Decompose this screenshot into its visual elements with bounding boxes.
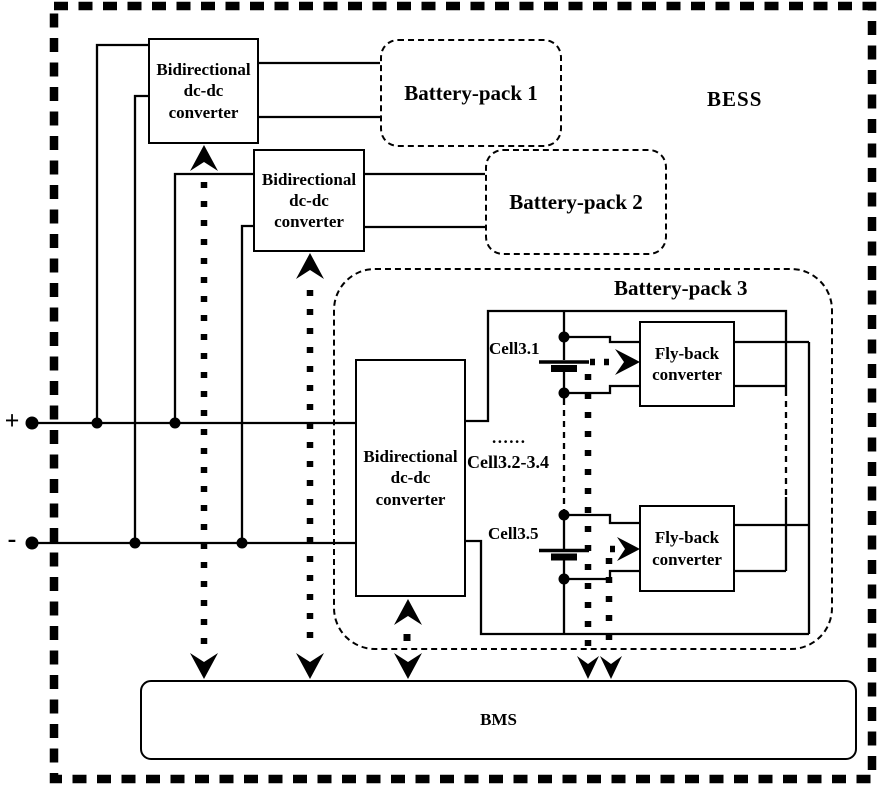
converter-label-line2: dc-dc [390, 468, 431, 488]
converter2-positive-tap [173, 172, 253, 423]
arrow-down-icon [577, 656, 599, 679]
bidirectional-converter-3: Bidirectional dc-dc converter [355, 359, 466, 597]
bess-dashed-border [49, 1, 877, 784]
flyback-label-line2: converter [652, 365, 722, 384]
battery-pack2-label: Battery-pack 2 [509, 189, 643, 214]
converter-label-line1: Bidirectional [156, 60, 251, 80]
bidirectional-converter-2: Bidirectional dc-dc converter [253, 149, 365, 252]
converter-label-line3: converter [274, 212, 344, 232]
arrow-down-icon [296, 653, 324, 679]
converter-label-line1: Bidirectional [363, 447, 458, 467]
cell35-flyback2-wire-bottom [564, 569, 639, 581]
positive-terminal-label: + [4, 406, 20, 435]
converter-label-line2: dc-dc [289, 190, 329, 210]
battery-pack1-label: Battery-pack 1 [404, 80, 538, 105]
arrow-up-icon [394, 599, 422, 625]
cell35-flyback2-wire-top [564, 513, 639, 525]
positive-terminal-dot [25, 416, 39, 430]
dc-bus-lines [32, 43, 485, 545]
arrow-down-icon [190, 653, 218, 679]
cell-ellipsis-label: ...... [492, 428, 527, 447]
converter-label-line2: dc-dc [183, 81, 224, 101]
arrow-down-icon [600, 656, 622, 679]
bess-title: BESS [707, 87, 763, 111]
flyback-converter-2: Fly-back converter [639, 505, 735, 592]
junction-dot [129, 537, 141, 549]
junction-dots [25, 331, 570, 585]
converter-label-line3: converter [375, 489, 446, 509]
cell31-label: Cell3.1 [489, 339, 540, 358]
junction-dot [91, 417, 103, 429]
cell-node-dot [558, 509, 570, 521]
battery-pack2: Battery-pack 2 [485, 149, 667, 255]
converter1-negative-tap [133, 94, 148, 543]
bms-label: BMS [480, 710, 517, 729]
converter-label-line1: Bidirectional [261, 169, 357, 189]
arrow-down-icon [394, 653, 422, 679]
cell-node-dot [558, 573, 570, 585]
pack3-top-rail [466, 309, 788, 423]
negative-terminal-label: - [7, 524, 17, 553]
battery-cell31-icon [539, 360, 589, 372]
converter-label-line3: converter [168, 102, 239, 122]
flyback-label-line2: converter [652, 549, 722, 569]
cell35-label: Cell3.5 [488, 524, 539, 543]
converter2-negative-tap [240, 224, 253, 543]
battery-pack3-label: Battery-pack 3 [614, 276, 748, 300]
arrow-right-icon [617, 537, 640, 561]
bms-control-links [200, 182, 619, 646]
pack3-bottom-rail [466, 539, 809, 636]
junction-dot [169, 417, 181, 429]
negative-terminal-dot [25, 536, 39, 550]
flyback-converter-1: Fly-back converter [639, 321, 735, 407]
bms-block: BMS [140, 680, 857, 760]
cell-node-dot [558, 387, 570, 399]
cell31-flyback1-wire-top [564, 335, 639, 344]
converter3-bms-link-dot [403, 634, 411, 641]
arrow-up-icon [190, 145, 218, 171]
bidirectional-converter-1: Bidirectional dc-dc converter [148, 38, 259, 144]
flyback-label-line1: Fly-back [654, 528, 720, 548]
flyback-label-line1: Fly-back [654, 343, 720, 363]
arrow-up-icon [296, 253, 324, 279]
battery-cell35-icon [539, 548, 589, 561]
converter1-positive-tap [95, 43, 148, 423]
cell-node-dot [558, 331, 570, 343]
battery-pack1: Battery-pack 1 [380, 39, 562, 147]
battery-pack3-container [333, 268, 833, 650]
pack3-internal-wiring [466, 309, 811, 636]
cell32-34-label: Cell3.2-3.4 [467, 452, 549, 472]
arrowheads [190, 145, 640, 679]
junction-dot [236, 537, 248, 549]
arrow-right-icon [615, 349, 640, 375]
